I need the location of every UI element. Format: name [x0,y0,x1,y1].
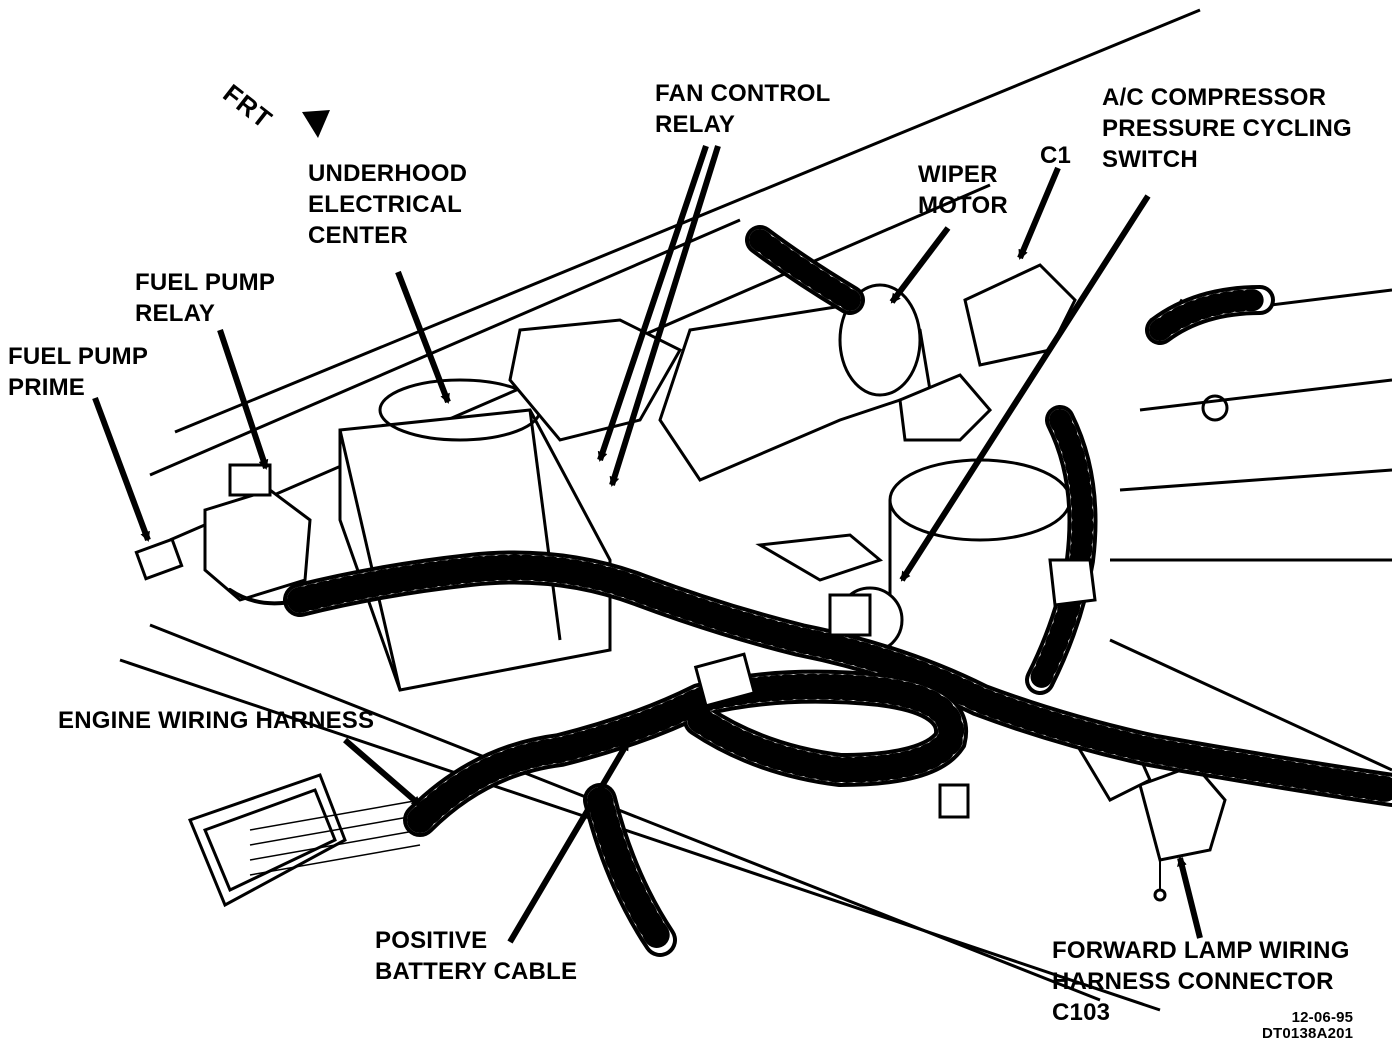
arrow-ac-compressor-switch [899,194,1151,582]
body-outline-lines [119,8,1392,1012]
c1-connector-shape [898,263,1077,442]
arrow-fan-control-relay-1 [597,145,709,462]
arrow-positive-battery-cable [507,740,631,944]
label-c1: C1 [1040,142,1072,169]
front-direction-arrow [302,110,330,138]
wiper-motor-body [508,283,932,482]
arrow-fuel-pump-relay [217,329,269,470]
arrow-fuel-pump-prime [92,396,151,542]
arrow-c1 [1017,166,1061,260]
label-forward-lamp-wiring-harness-connector: FORWARD LAMP WIRING HARNESS CONNECTOR C1… [1052,937,1350,1026]
arrow-fan-control-relay-2 [609,145,721,487]
label-fuel-pump-prime: FUEL PUMP PRIME [8,343,149,401]
pcm-connector-shape [188,773,421,908]
arrow-forward-lamp-connector [1177,856,1203,939]
label-underhood-electrical-center: UNDERHOOD ELECTRICAL CENTER [308,160,468,249]
label-wiper-motor: WIPER MOTOR [918,161,1008,219]
figure-code: 12-06-95 DT0138A201 [1262,1009,1354,1042]
label-engine-wiring-harness: ENGINE WIRING HARNESS [58,707,375,734]
arrow-underhood-electrical-center [395,270,451,404]
leader-arrows [92,145,1203,944]
label-ac-compressor-pressure-cycling-switch: A/C COMPRESSOR PRESSURE CYCLING SWITCH [1102,84,1352,173]
arrow-engine-wiring-harness [343,737,422,808]
label-fuel-pump-relay: FUEL PUMP RELAY [135,269,276,327]
small-connectors [693,533,1097,819]
fuel-pump-relay-shape [134,463,312,602]
label-fan-control-relay: FAN CONTROL RELAY [655,80,831,138]
arrow-wiper-motor [889,226,951,304]
label-positive-battery-cable: POSITIVE BATTERY CABLE [375,927,578,985]
